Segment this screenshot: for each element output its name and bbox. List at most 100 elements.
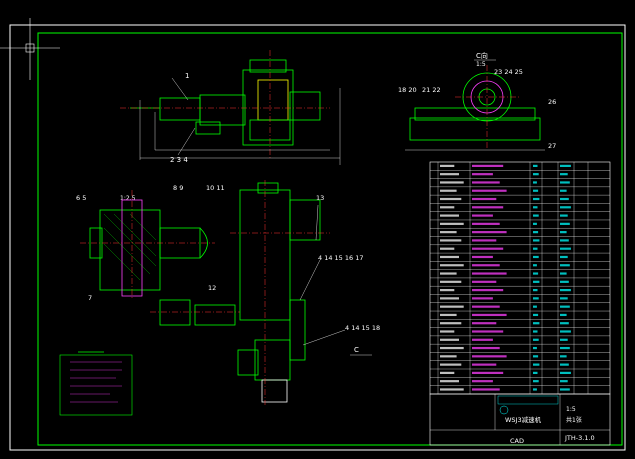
company-logo-icon bbox=[499, 405, 509, 415]
table-cell bbox=[440, 363, 462, 366]
c-direction-view[interactable]: C向 1:5 18 20 21 22 23 24 25 26 27 bbox=[398, 51, 556, 151]
table-cell bbox=[533, 388, 537, 391]
table-cell bbox=[560, 231, 567, 234]
table-cell bbox=[533, 380, 539, 383]
table-cell bbox=[533, 280, 540, 283]
table-cell bbox=[472, 380, 493, 383]
callout-8-9: 8 9 bbox=[173, 184, 183, 192]
table-cell bbox=[440, 222, 464, 225]
callout-21-22: 21 22 bbox=[422, 86, 441, 94]
table-cell bbox=[560, 272, 567, 275]
table-cell bbox=[560, 346, 570, 350]
table-cell bbox=[533, 255, 539, 259]
table-cell bbox=[560, 297, 568, 300]
table-cell bbox=[560, 264, 570, 267]
table-cell bbox=[440, 355, 457, 358]
table-cell bbox=[472, 338, 493, 341]
table-cell bbox=[533, 173, 539, 176]
c-view-scale: 1:5 bbox=[476, 61, 486, 68]
table-cell bbox=[472, 173, 493, 176]
table-cell bbox=[440, 264, 464, 267]
table-cell bbox=[472, 239, 497, 242]
table-cell bbox=[440, 322, 462, 325]
table-cell bbox=[560, 388, 570, 391]
table-cell bbox=[533, 371, 538, 374]
table-cell bbox=[533, 330, 538, 333]
table-cell bbox=[472, 214, 493, 217]
table-cell bbox=[533, 355, 539, 358]
table-cell bbox=[533, 363, 540, 366]
technical-requirements-box bbox=[59, 351, 133, 416]
table-cell bbox=[472, 222, 500, 225]
top-assembly-view[interactable]: 1 2 3 4 bbox=[120, 50, 341, 165]
table-cell bbox=[560, 289, 571, 292]
table-cell bbox=[472, 206, 504, 209]
parts-list-table[interactable] bbox=[429, 161, 611, 395]
callout-6-5: 6 5 bbox=[76, 194, 86, 202]
sheet-count: 共1张 bbox=[566, 416, 582, 424]
table-cell bbox=[472, 231, 507, 234]
table-cell bbox=[440, 313, 457, 317]
table-cell bbox=[440, 239, 462, 242]
coupling-detail-view[interactable]: 1:2.5 6 5 8 9 10 11 7 12 bbox=[76, 184, 225, 302]
table-cell bbox=[472, 181, 500, 184]
table-cell bbox=[440, 247, 455, 250]
table-cell bbox=[440, 197, 462, 201]
side-elevation-view[interactable]: 13 4 14 15 16 17 4 14 15 18 C bbox=[150, 180, 380, 405]
table-cell bbox=[472, 322, 497, 325]
table-cell bbox=[440, 380, 459, 383]
table-cell bbox=[472, 388, 500, 391]
table-cell bbox=[472, 371, 504, 374]
table-cell bbox=[560, 322, 569, 325]
table-cell bbox=[533, 313, 539, 317]
table-cell bbox=[440, 330, 455, 333]
table-cell bbox=[560, 338, 568, 341]
callout-2-3-4: 2 3 4 bbox=[170, 156, 188, 164]
table-cell bbox=[533, 247, 538, 250]
table-cell bbox=[440, 214, 459, 217]
table-cell bbox=[560, 173, 568, 176]
table-cell bbox=[533, 181, 537, 184]
table-cell bbox=[440, 305, 464, 308]
table-cell bbox=[440, 272, 457, 275]
crosshair-cursor-icon bbox=[0, 18, 60, 80]
table-cell bbox=[560, 371, 571, 374]
callout-23-25: 23 24 25 bbox=[494, 68, 523, 76]
table-cell bbox=[440, 280, 462, 283]
footer-cad-label: CAD bbox=[510, 437, 524, 445]
table-cell bbox=[560, 189, 567, 192]
table-cell bbox=[533, 272, 539, 275]
drawing-scale: 1:5 bbox=[566, 406, 576, 413]
table-cell bbox=[560, 206, 571, 209]
table-cell bbox=[440, 164, 455, 167]
sheet-outer-frame bbox=[9, 24, 626, 451]
table-cell bbox=[440, 346, 464, 350]
table-cell bbox=[440, 289, 455, 292]
table-cell bbox=[533, 197, 540, 201]
table-cell bbox=[440, 371, 455, 374]
table-cell bbox=[472, 305, 500, 308]
callout-1: 1 bbox=[185, 72, 189, 80]
table-cell bbox=[472, 264, 500, 267]
table-cell bbox=[533, 206, 538, 209]
table-cell bbox=[560, 239, 569, 242]
table-cell bbox=[533, 231, 539, 234]
table-cell bbox=[560, 181, 570, 184]
sheet-inner-border bbox=[37, 32, 623, 446]
c-view-title: C向 bbox=[476, 51, 488, 60]
table-cell bbox=[533, 239, 540, 242]
callout-27: 27 bbox=[548, 142, 556, 150]
table-cell bbox=[560, 255, 568, 259]
title-block[interactable]: WSJ3减速机 1:5 共1张 JTH-3.1.0 CAD bbox=[429, 393, 611, 446]
section-c-label: C bbox=[354, 346, 359, 354]
table-cell bbox=[472, 289, 504, 292]
table-cell bbox=[440, 206, 455, 209]
table-cell bbox=[533, 264, 537, 267]
table-cell bbox=[560, 164, 571, 167]
table-cell bbox=[472, 247, 504, 250]
table-cell bbox=[533, 305, 537, 308]
callout-4-18: 4 14 15 18 bbox=[345, 324, 380, 332]
table-cell bbox=[440, 231, 457, 234]
table-cell bbox=[472, 164, 504, 167]
